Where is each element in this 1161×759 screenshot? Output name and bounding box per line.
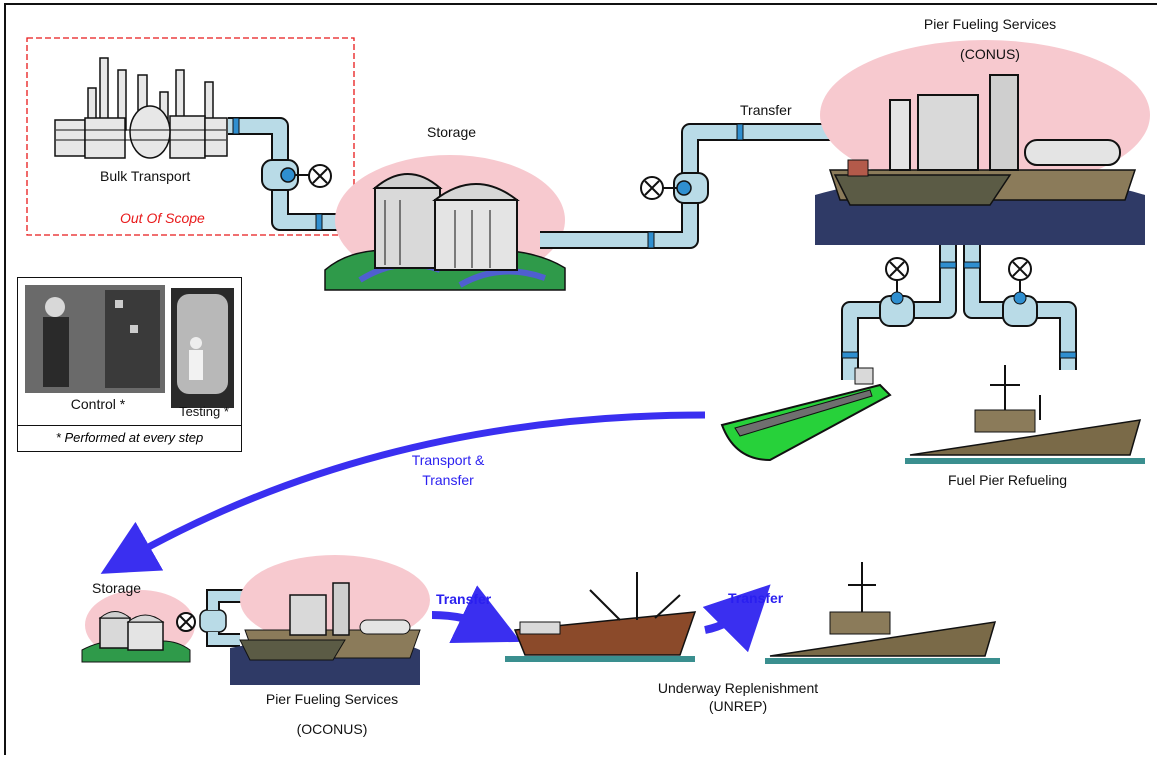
valve-tanker [879, 257, 915, 327]
control-label: Control * [70, 396, 126, 412]
unrep-subtitle: (UNREP) [708, 698, 768, 714]
pier-conus-subtitle: (CONUS) [960, 46, 1020, 62]
transport-transfer-arrow [100, 411, 706, 574]
transport-transfer-label-1: Transport & [411, 452, 485, 468]
destroyer-bottom-illustration [765, 562, 1000, 664]
cargo-ship-illustration [505, 572, 697, 662]
storage-top-label: Storage [427, 124, 477, 140]
testing-label: Testing * [179, 404, 229, 419]
transfer-bottom-label-2: Transfer [728, 590, 784, 606]
diagram-frame [4, 3, 1157, 755]
transfer-bottom-label-1: Transfer [436, 591, 492, 607]
pier-fueling-oconus-illustration [230, 555, 430, 685]
transfer-top-label: Transfer [740, 102, 792, 118]
fuel-pier-refueling-label: Fuel Pier Refueling [948, 472, 1068, 488]
refinery-illustration [54, 57, 228, 159]
valve-left [261, 159, 332, 191]
out-of-scope-label: Out Of Scope [120, 210, 205, 226]
transport-transfer-label-2: Transfer [422, 472, 474, 488]
transfer-arrow-1 [431, 585, 521, 643]
valve-destroyer [1002, 257, 1038, 327]
control-photo [25, 285, 165, 393]
destroyer-ship-illustration [905, 365, 1145, 464]
unrep-title: Underway Replenishment [657, 680, 819, 696]
pier-oconus-title: Pier Fueling Services [265, 691, 399, 707]
storage-tanks-top [324, 155, 566, 291]
transfer-arrow-2 [702, 584, 771, 653]
pier-conus-title: Pier Fueling Services [923, 16, 1057, 32]
valve-bottom [176, 589, 245, 647]
tanker-ship-illustration [720, 367, 892, 462]
storage-tanks-bottom [81, 590, 195, 663]
valve-middle [640, 172, 709, 204]
legend-note: * Performed at every step [18, 425, 241, 445]
pier-oconus-subtitle: (OCONUS) [296, 721, 368, 737]
pier-fueling-conus-illustration [815, 40, 1150, 245]
bulk-transport-label: Bulk Transport [100, 168, 191, 184]
out-of-scope-box [26, 37, 355, 236]
storage-bottom-label: Storage [92, 580, 142, 596]
legend-box: Control * Testing * * Performed at every… [17, 277, 242, 452]
testing-photo [171, 288, 234, 408]
